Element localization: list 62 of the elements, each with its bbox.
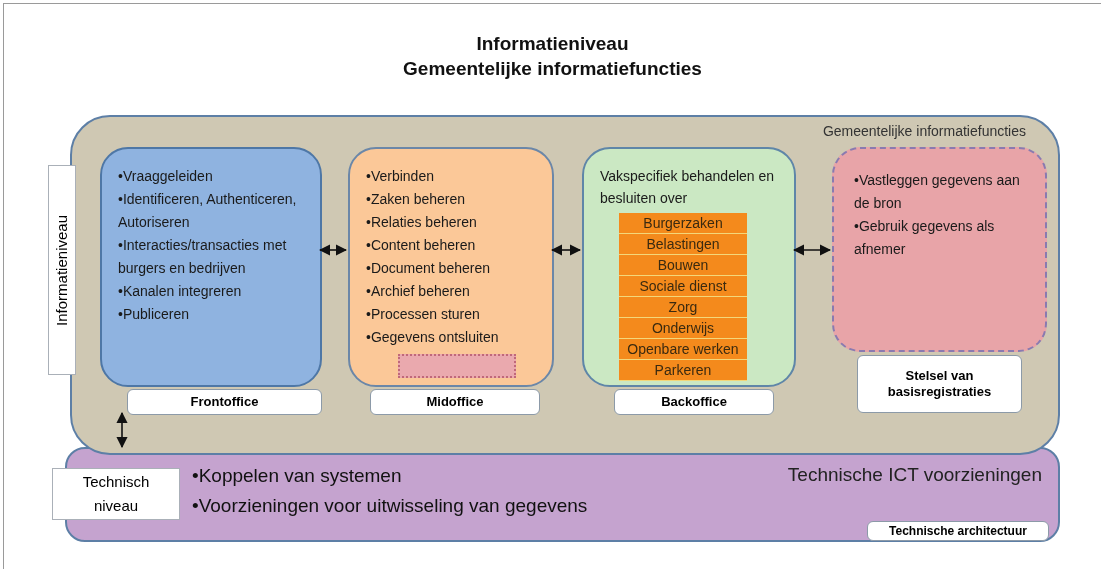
tab-label: Stelsel van basisregistraties	[886, 367, 993, 401]
category-bar	[619, 297, 747, 318]
diagram-title: Informatieniveau	[475, 32, 630, 56]
bullet-item: •Relaties beheren	[366, 213, 478, 232]
category-label: Belastingen	[646, 237, 720, 251]
label-tab	[614, 389, 774, 415]
diagram-subtitle: Gemeentelijke informatiefuncties	[402, 57, 703, 81]
level-label-box	[52, 468, 180, 520]
bullet-item: •Identificeren, Authenticeren, Autoriseren	[118, 190, 298, 232]
double-arrow	[792, 244, 832, 256]
double-arrow	[318, 244, 348, 256]
bullet-item: •Archief beheren	[366, 282, 471, 301]
bullet-item: •Kanalen integreren	[118, 282, 243, 301]
bullet-item: •Publiceren	[118, 305, 191, 324]
bullet-item: •Verbinden	[366, 167, 435, 186]
category-bar	[619, 213, 747, 234]
category-bar	[619, 339, 747, 360]
label-tab	[857, 355, 1022, 413]
category-label: Onderwijs	[651, 321, 715, 335]
category-bar	[619, 360, 747, 381]
bullet-item: •Gegevens ontsluiten	[366, 328, 500, 347]
label-tab	[370, 389, 540, 415]
tab-label: Technische architectuur	[889, 523, 1027, 539]
category-bar	[619, 276, 747, 297]
panel-heading: Gemeentelijke informatiefuncties	[822, 122, 1026, 141]
label-tab	[867, 521, 1049, 541]
level-label-box	[48, 165, 76, 375]
body-text: Vakspecifiek behandelen en besluiten over	[600, 167, 776, 208]
category-label: Zorg	[668, 300, 698, 314]
bullet-item: •Interacties/transacties met burgers en bedrijven	[118, 236, 288, 278]
bullet-item: •Koppelen van systemen	[192, 464, 403, 488]
tab-label: Frontoffice	[190, 393, 259, 411]
registry-box	[832, 147, 1047, 352]
tab-label: Technisch niveau	[81, 472, 151, 516]
tab-label: Backoffice	[661, 393, 727, 411]
label-tab	[127, 389, 322, 415]
bullet-item: •Processen sturen	[366, 305, 481, 324]
category-label: Sociale dienst	[639, 279, 727, 293]
double-arrow	[116, 411, 128, 449]
frontoffice-box	[100, 147, 322, 387]
bullet-item: •Document beheren	[366, 259, 491, 278]
dashed-box	[398, 354, 516, 378]
category-label: Burgerzaken	[643, 216, 723, 230]
double-arrow	[550, 244, 582, 256]
panel-heading: Technische ICT voorzieningen	[787, 463, 1042, 487]
bullet-item: •Vastleggen gegevens aan de bron	[854, 171, 1021, 213]
bullet-item: •Voorzieningen voor uitwisseling van gegevens	[192, 494, 588, 518]
vertical-label: Informatieniveau	[51, 214, 71, 326]
category-label: Openbare werken	[627, 342, 739, 356]
category-label: Parkeren	[654, 363, 712, 377]
category-bar	[619, 318, 747, 339]
tab-label: Midoffice	[426, 393, 484, 411]
bullet-item: •Gebruik gegevens als afnemer	[854, 217, 996, 259]
category-label: Bouwen	[657, 258, 709, 272]
midoffice-box	[348, 147, 554, 387]
function-panel	[70, 115, 1060, 455]
category-bar	[619, 255, 747, 276]
bullet-item: •Vraaggeleiden	[118, 167, 214, 186]
category-bar	[619, 234, 747, 255]
bullet-item: •Content beheren	[366, 236, 477, 255]
backoffice-box	[582, 147, 796, 387]
bullet-item: •Zaken beheren	[366, 190, 467, 209]
